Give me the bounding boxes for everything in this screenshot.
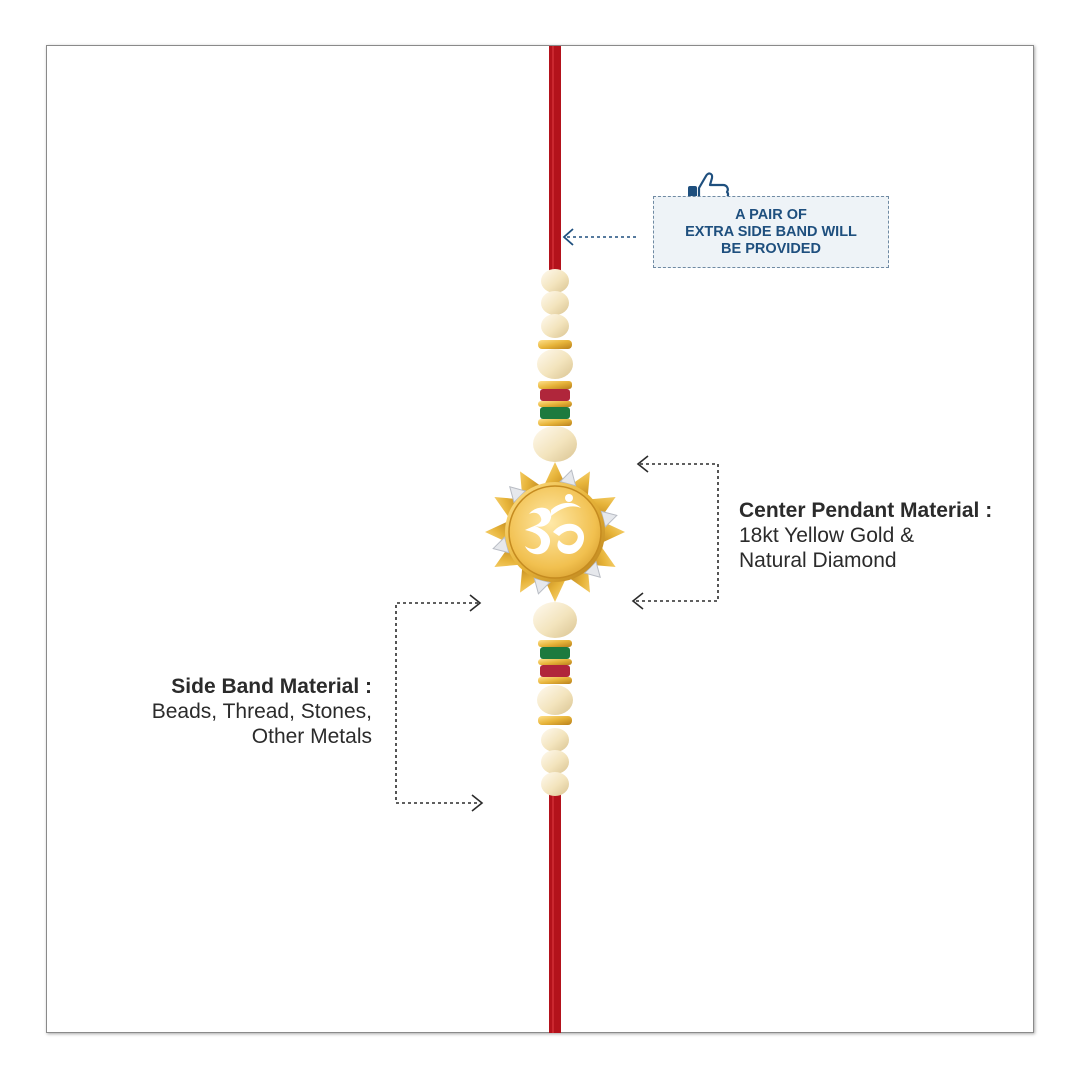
thread-bottom: [549, 790, 561, 1033]
band-material-line-2: Other Metals: [251, 725, 372, 748]
pendant-material-line-2: Natural Diamond: [739, 549, 897, 572]
upper-bead-strand: [533, 269, 577, 462]
band-material-line-1: Beads, Thread, Stones,: [151, 700, 372, 723]
center-pendant: [485, 462, 625, 602]
pendant-bracket: [631, 455, 719, 610]
pendant-diamonds: [492, 469, 618, 595]
band-material-title: Side Band Material :: [171, 675, 372, 698]
extra-band-callout: A PAIR OF EXTRA SIDE BAND WILL BE PROVID…: [653, 196, 889, 268]
band-material-label: Side Band Material : Beads, Thread, Ston…: [152, 674, 372, 749]
pendant-material-label: Center Pendant Material : 18kt Yellow Go…: [739, 498, 992, 573]
om-symbol-icon: [525, 494, 585, 555]
pendant-material-title: Center Pendant Material :: [739, 499, 993, 522]
callout-line-1: A PAIR OF: [735, 207, 807, 223]
callout-line-3: BE PROVIDED: [721, 241, 821, 257]
callout-line-2: EXTRA SIDE BAND WILL: [685, 224, 857, 240]
band-bracket: [395, 594, 484, 812]
pendant-material-line-1: 18kt Yellow Gold &: [739, 524, 915, 547]
thread-top: [549, 46, 561, 276]
lower-bead-strand: [533, 602, 577, 796]
